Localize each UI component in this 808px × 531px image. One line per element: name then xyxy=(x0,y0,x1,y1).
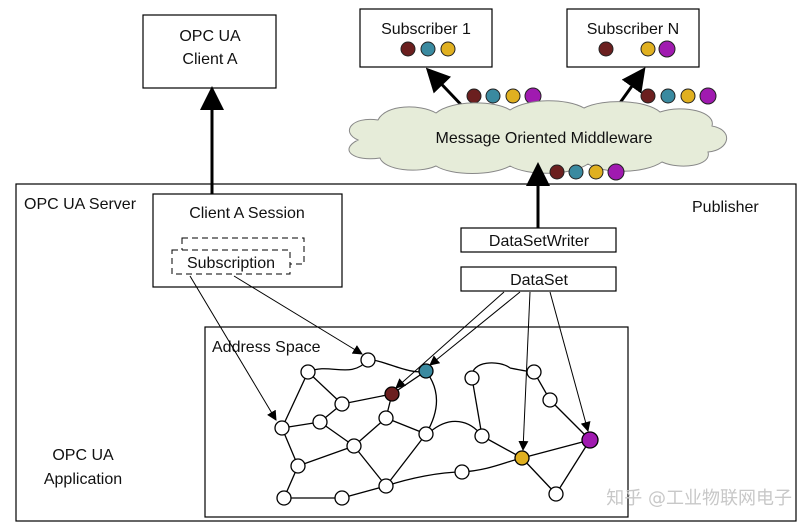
address-space-box xyxy=(204,326,629,518)
client-a-line1: OPC UA xyxy=(179,28,241,45)
dataset-box: DataSet xyxy=(460,266,617,292)
middleware-label: Message Oriented Middleware xyxy=(436,130,653,147)
opcua-server-box xyxy=(15,183,797,522)
address-space-edges xyxy=(281,359,591,499)
message-dots-writer xyxy=(549,163,625,181)
application-line2: Application xyxy=(44,471,122,488)
data-dot-purple xyxy=(658,40,676,58)
address-space-label: Address Space xyxy=(212,339,321,356)
node-purple xyxy=(581,431,599,449)
client-a-box: OPC UA Client A xyxy=(142,14,277,89)
dataset-writer-label: DataSetWriter xyxy=(489,233,590,250)
client-a-line2: Client A xyxy=(182,51,237,68)
node-gold xyxy=(514,450,530,466)
data-dot-brown xyxy=(598,41,614,57)
subscription-label: Subscription xyxy=(187,255,275,272)
dataset-arrows xyxy=(395,291,591,451)
middleware-cloud: Message Oriented Middleware xyxy=(348,100,728,174)
watermark: 知乎 @工业物联网电子 xyxy=(606,488,792,509)
subscription-box xyxy=(171,249,291,275)
node-teal xyxy=(418,363,434,379)
subscriber-1-box: Subscriber 1 xyxy=(359,8,493,68)
subscriber-n-label: Subscriber N xyxy=(587,21,679,38)
subscription-arrows xyxy=(189,275,363,421)
data-dot-brown xyxy=(400,41,416,57)
application-line1: OPC UA xyxy=(52,447,114,464)
dataset-writer-box: DataSetWriter xyxy=(460,227,617,253)
message-dots-left xyxy=(466,87,542,105)
dataset-label: DataSet xyxy=(510,272,568,289)
data-dot-gold xyxy=(640,41,656,57)
subscriber-1-label: Subscriber 1 xyxy=(381,21,471,38)
message-dots-right xyxy=(640,87,717,105)
client-a-session-box: Client A Session Subscription xyxy=(152,193,343,288)
data-dot-teal xyxy=(420,41,436,57)
publisher-label: Publisher xyxy=(692,199,759,216)
node-brown xyxy=(384,386,400,402)
session-label: Client A Session xyxy=(189,205,305,222)
server-label: OPC UA Server xyxy=(24,196,137,213)
subscriber-n-box: Subscriber N xyxy=(566,8,700,68)
address-space-nodes xyxy=(274,352,564,506)
data-dot-gold xyxy=(440,41,456,57)
